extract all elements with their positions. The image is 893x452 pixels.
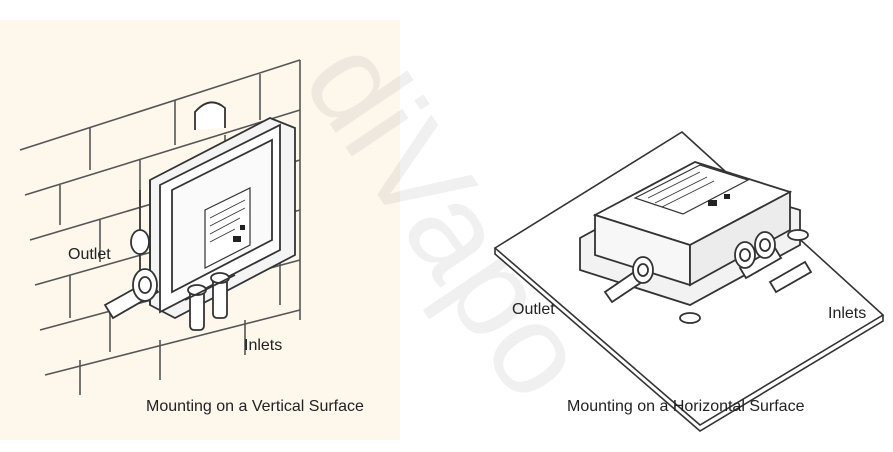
- outlet-label-horizontal: Outlet: [512, 301, 555, 318]
- inlets-label-vertical: Inlets: [244, 337, 283, 354]
- outlet-fitting-vertical: [103, 229, 160, 320]
- caption-horizontal: Mounting on a Horizontal Surface: [567, 398, 805, 415]
- inlets-label-horizontal: Inlets: [828, 305, 867, 322]
- inlet-fittings-vertical: [184, 272, 236, 331]
- enclosure-vertical: [139, 101, 296, 320]
- inlet-fittings-horizontal: [734, 231, 813, 294]
- outlet-label-vertical: Outlet: [68, 246, 111, 263]
- outlet-fitting-horizontal: [603, 256, 654, 304]
- svg-text:diVapo: diVapo: [277, 14, 619, 423]
- caption-vertical: Mounting on a Vertical Surface: [146, 398, 364, 415]
